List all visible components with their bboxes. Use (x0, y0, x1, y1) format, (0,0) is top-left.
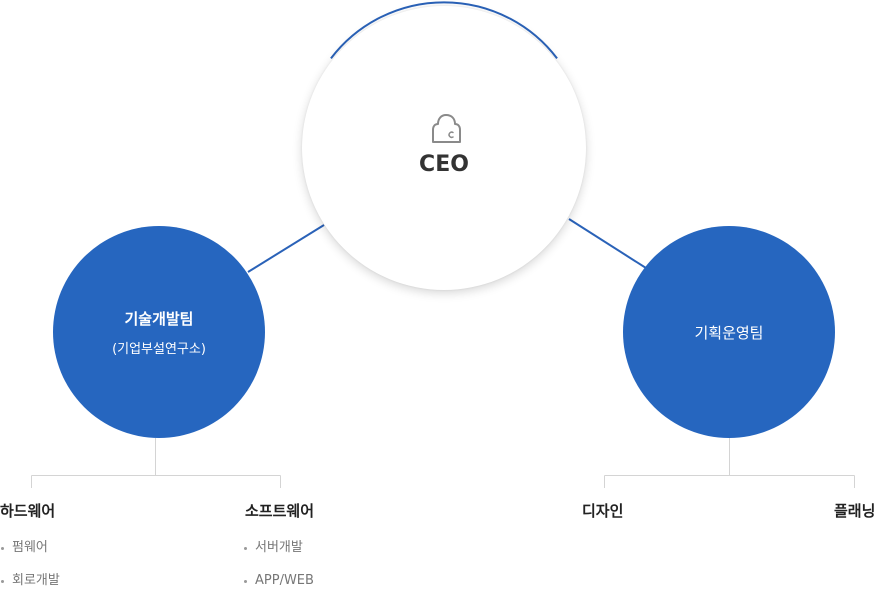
branch-plan (604, 438, 855, 488)
dept-planning-ops-name: 기획운영팀 (694, 323, 764, 342)
team-hardware-title: 하드웨어 (0, 502, 56, 520)
team-hardware-list: 펌웨어 회로개발 (0, 538, 60, 604)
team-software-list: 서버개발 APP/WEB (243, 538, 314, 604)
dept-tech-dev: 기술개발팀 (기업부설연구소) (53, 226, 265, 438)
list-item: 회로개발 (0, 571, 60, 604)
ceo-label: CEO (419, 152, 469, 177)
org-connectors (31, 1, 855, 488)
ceo-node: CEO (302, 6, 586, 290)
team-design-title: 디자인 (582, 502, 624, 520)
team-planning-title: 플래닝 (834, 502, 876, 520)
list-item: APP/WEB (243, 571, 314, 604)
ceo-top-arc (330, 1, 558, 59)
list-item: 펌웨어 (0, 538, 60, 571)
connector-ceo-to-tech (247, 224, 325, 273)
branch-tech (31, 438, 281, 488)
building-icon (432, 114, 461, 143)
team-software-title: 소프트웨어 (245, 502, 315, 520)
connector-ceo-to-plan (568, 218, 647, 269)
list-item: 서버개발 (243, 538, 314, 571)
dept-planning-ops: 기획운영팀 (623, 226, 835, 438)
dept-tech-dev-name: 기술개발팀 (124, 309, 194, 328)
dept-tech-dev-sub: (기업부설연구소) (112, 341, 206, 357)
